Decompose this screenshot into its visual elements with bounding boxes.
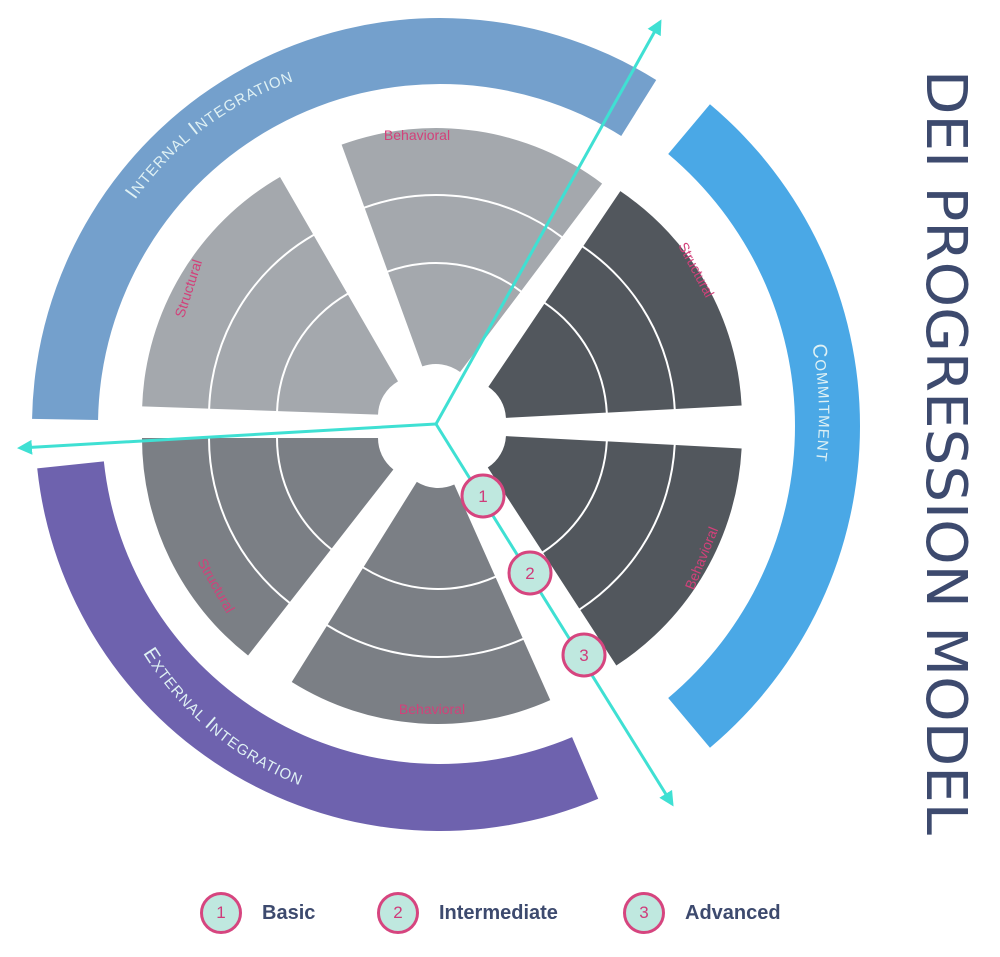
legend-item-basic: 1 Basic: [200, 888, 315, 938]
wedge-external-structural-level-3: [142, 438, 289, 656]
wedge-commitment-structural: [488, 191, 742, 418]
svg-text:2: 2: [525, 564, 534, 583]
wedge-commitment-behavioral: [487, 436, 742, 666]
wedge-external-structural-level-1: [278, 438, 394, 549]
page-title: DEI PROGRESSION MODEL: [913, 70, 978, 835]
wedge-commitment-behavioral-level-3: [580, 444, 742, 666]
outer-rings: [32, 18, 860, 831]
wedge-external-behavioral: [291, 481, 551, 724]
wedge-external-behavioral-level-3: [291, 626, 551, 724]
legend-label-basic: Basic: [262, 901, 316, 924]
wedge-internal-behavioral-level-3: [341, 128, 603, 237]
legend-badge-3: 3: [623, 892, 665, 934]
ring-commitment: [668, 104, 860, 748]
level-badge-2: 2: [507, 550, 553, 596]
ring-internal: [32, 18, 657, 421]
wedge-commitment-behavioral-level-1: [487, 436, 606, 552]
legend-label-intermediate: Intermediate: [439, 901, 558, 924]
legend-label-advanced: Advanced: [685, 901, 781, 924]
wedge-commitment-structural-level-3: [583, 191, 742, 410]
arrow-left: [17, 422, 437, 455]
label-internal-behavioral: Behavioral: [384, 127, 450, 143]
svg-text:3: 3: [579, 646, 588, 665]
legend-item-advanced: 3 Advanced: [623, 888, 781, 938]
svg-text:DEI PROGRESSION MODEL: DEI PROGRESSION MODEL: [913, 70, 978, 835]
wedge-external-structural: [142, 438, 394, 656]
level-badge-1: 1: [460, 473, 506, 519]
wedge-commitment-behavioral-level-2: [543, 441, 674, 609]
arrow-up-right: [434, 19, 662, 425]
wedge-external-behavioral-level-1: [363, 481, 495, 588]
wedge-internal-behavioral-level-2: [364, 196, 562, 291]
wedge-internal-structural: [142, 176, 398, 415]
wedge-internal-structural-level-3: [142, 176, 313, 409]
wedge-internal-structural-level-1: [278, 294, 398, 415]
wedge-external-behavioral-level-2: [327, 568, 523, 656]
wedge-internal-behavioral: [341, 128, 603, 373]
label-external-behavioral: Behavioral: [399, 701, 465, 717]
wedge-commitment-structural-level-2: [545, 247, 674, 413]
legend-badge-1: 1: [200, 892, 242, 934]
wedge-internal-structural-level-2: [210, 235, 347, 412]
wedge-external-structural-level-2: [210, 438, 331, 602]
wedge-internal-behavioral-level-1: [388, 264, 521, 373]
wedge-commitment-structural-level-1: [488, 303, 606, 418]
inner-segments: [142, 128, 742, 724]
svg-text:1: 1: [478, 487, 487, 506]
level-badge-3: 3: [561, 632, 607, 678]
ring-external: [37, 461, 599, 831]
legend-item-intermediate: 2 Intermediate: [377, 888, 558, 938]
legend-badge-2: 2: [377, 892, 419, 934]
